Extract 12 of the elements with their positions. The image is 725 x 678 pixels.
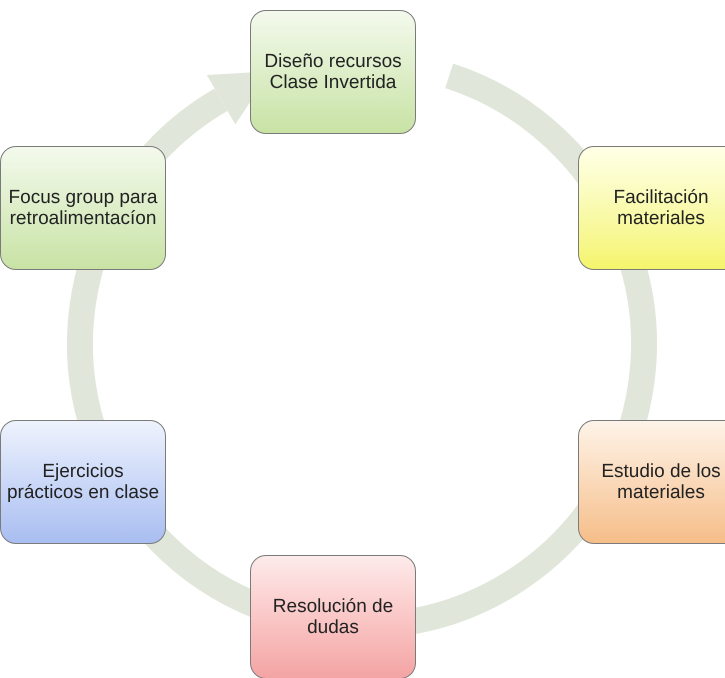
box-label: Estudio de los materiales: [600, 461, 722, 503]
process-box: [250, 10, 416, 134]
box-label: Ejercicios prácticos en clase: [6, 461, 160, 503]
process-box: [0, 146, 166, 270]
box-label: Resolución de dudas: [272, 596, 394, 638]
process-box: [578, 146, 725, 270]
box-label: Focus group para retroalimentacíon: [8, 187, 158, 229]
box-label: Diseño recursos Clase Invertida: [263, 51, 403, 93]
process-box: [0, 420, 166, 544]
process-box: [250, 555, 416, 678]
box-label: Facilitación materiales: [612, 187, 710, 229]
process-box: [578, 420, 725, 544]
